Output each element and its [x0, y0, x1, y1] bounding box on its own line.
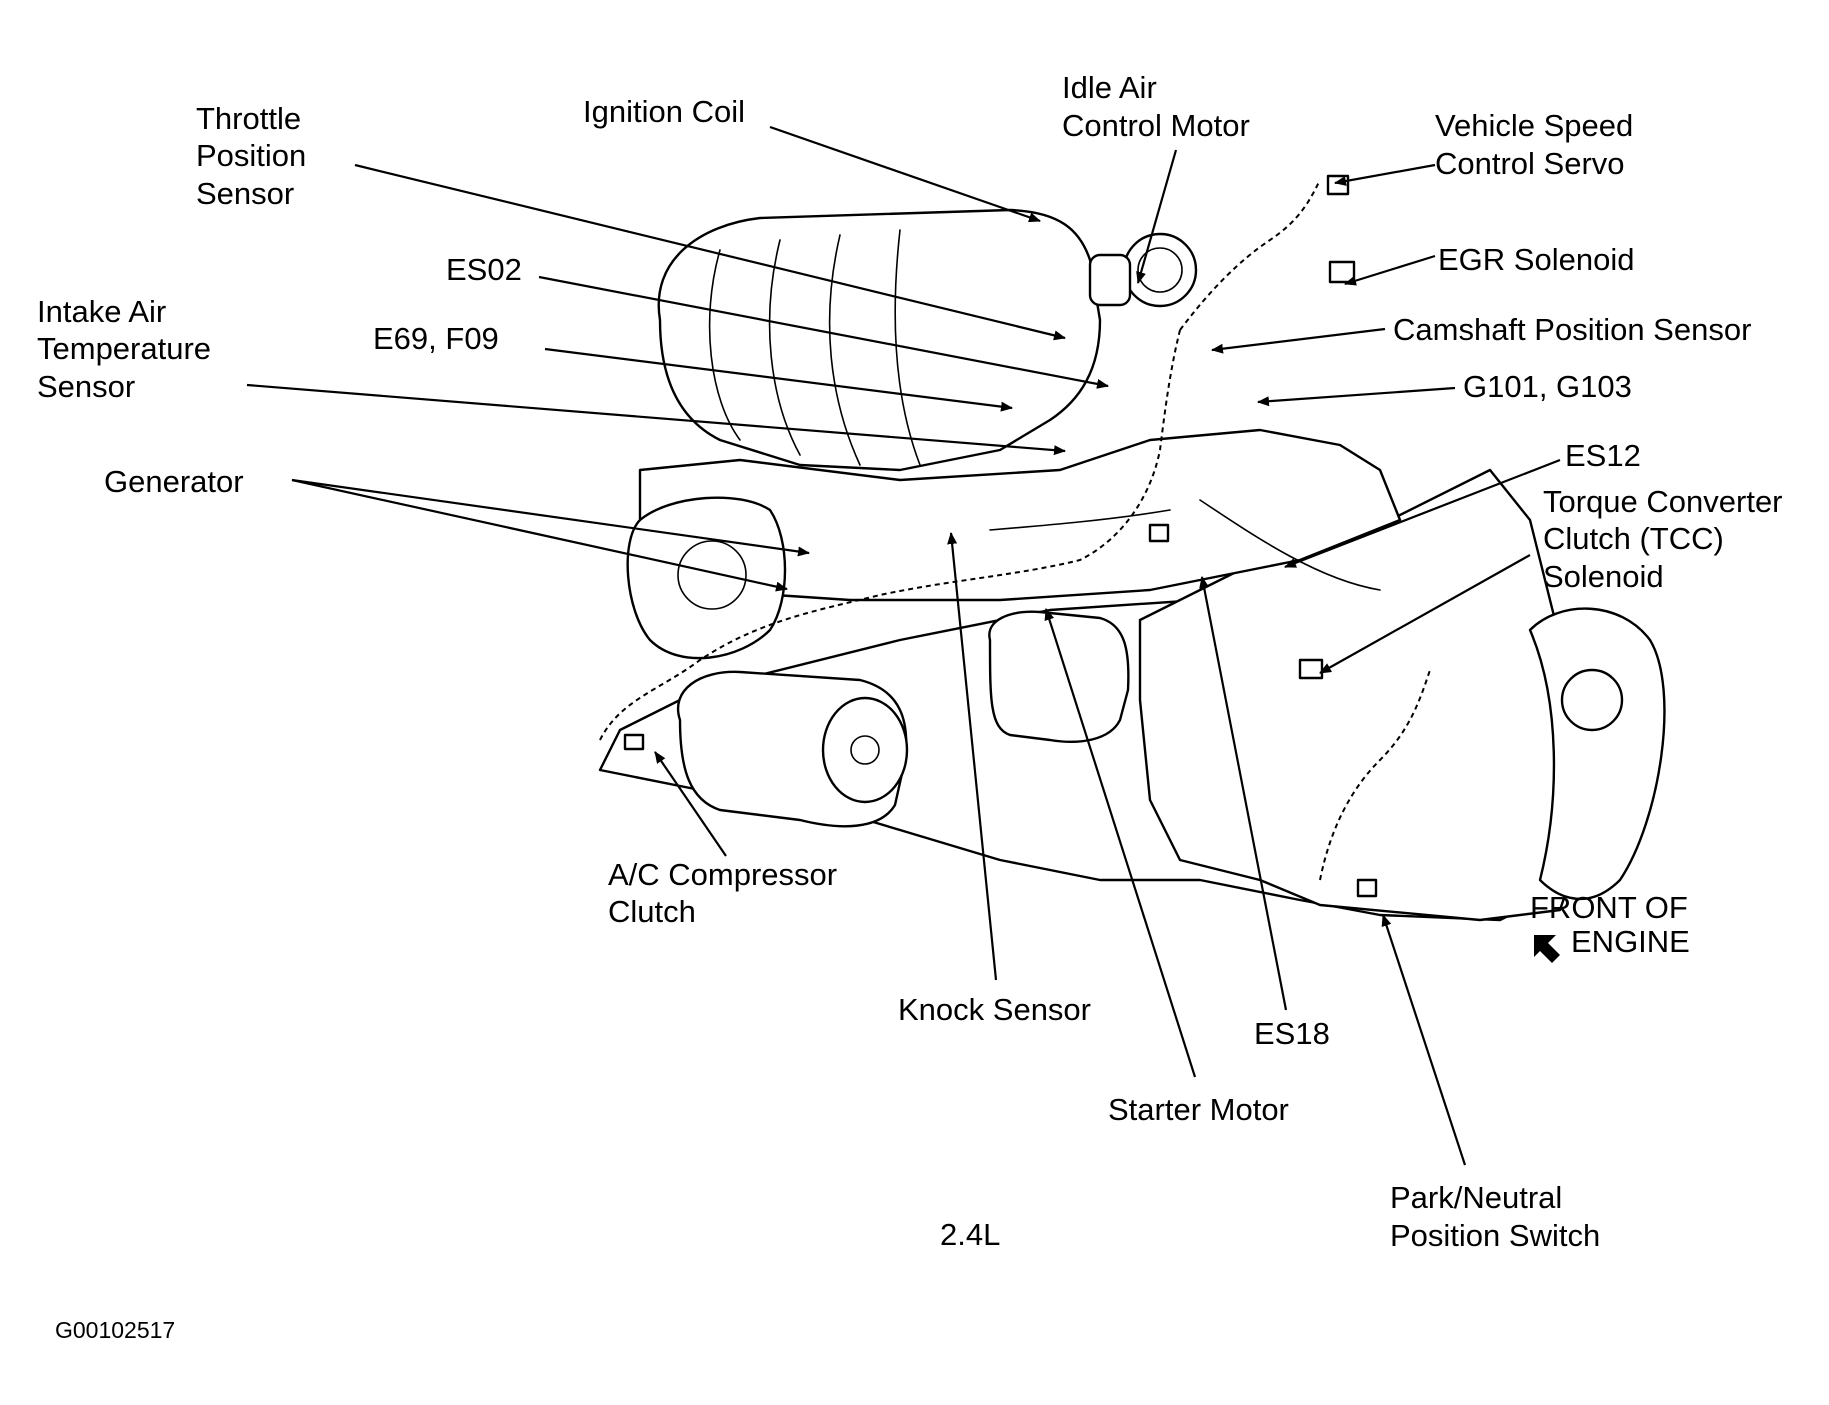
leader-ignition	[769, 125, 1041, 223]
park-neutral-switch-body	[1356, 878, 1378, 898]
leader-e69	[544, 347, 1013, 412]
label-throttle-line3: Sensor	[196, 176, 294, 211]
label-tcc-line3: Solenoid	[1543, 559, 1664, 594]
label-generator: Generator	[104, 464, 244, 499]
wiring-harness-top	[1179, 179, 1321, 331]
intake-manifold	[657, 208, 1102, 472]
leader-generator-2	[291, 478, 788, 592]
throttle-bore	[1137, 247, 1183, 293]
label-e69-f09: E69, F09	[373, 321, 499, 356]
label-es18: ES18	[1254, 1016, 1330, 1051]
label-ac-line2: Clutch	[608, 894, 696, 929]
label-front-line2: ENGINE	[1571, 924, 1690, 959]
label-es12: ES12	[1565, 438, 1641, 473]
starter-motor-body	[988, 610, 1130, 743]
manifold-ribs	[708, 229, 921, 466]
leader-egr	[1344, 254, 1436, 286]
label-engine-size: 2.4L	[940, 1217, 1000, 1252]
label-intake-air-line1: Intake Air	[37, 294, 166, 329]
label-front-line1: FRONT OF	[1530, 890, 1688, 925]
label-figure-id: G00102517	[55, 1317, 175, 1343]
label-speed-servo-line1: Vehicle Speed	[1435, 108, 1633, 143]
converter-cover	[1528, 607, 1666, 901]
label-idle-air-line2: Control Motor	[1062, 108, 1250, 143]
label-camshaft-sensor: Camshaft Position Sensor	[1393, 312, 1751, 347]
ac-clutch-hub	[850, 735, 880, 765]
label-throttle-line1: Throttle	[196, 101, 301, 136]
label-intake-air-line2: Temperature	[37, 331, 211, 366]
servo-connector	[1326, 174, 1350, 196]
label-idle-air-line1: Idle Air	[1062, 70, 1157, 105]
throttle-body	[1122, 232, 1198, 308]
label-ac-line1: A/C Compressor	[608, 857, 837, 892]
converter-hub	[1560, 668, 1624, 732]
leader-speed-servo	[1334, 163, 1436, 186]
leader-tcc	[1319, 554, 1531, 674]
label-g101-g103: G101, G103	[1463, 369, 1632, 404]
label-tcc-line1: Torque Converter	[1543, 484, 1783, 519]
label-park-line1: Park/Neutral	[1390, 1180, 1562, 1215]
generator-pulley	[677, 540, 747, 610]
generator-body	[626, 496, 787, 660]
leader-idle-air	[1136, 149, 1178, 284]
component-labels: Throttle Position Sensor Ignition Coil I…	[37, 70, 1783, 1343]
label-starter-motor: Starter Motor	[1108, 1092, 1289, 1127]
tcc-connector	[1298, 658, 1324, 680]
leader-g101	[1257, 386, 1456, 407]
coolant-hose	[989, 499, 1381, 591]
leader-generator-1	[291, 478, 810, 557]
leader-es02	[538, 275, 1109, 389]
ac-clutch-plate	[821, 696, 909, 804]
leader-es18	[1199, 576, 1288, 1011]
engine-illustration	[598, 174, 1666, 922]
label-ignition-coil: Ignition Coil	[583, 94, 745, 129]
front-arrow-icon	[1534, 935, 1560, 963]
ground-terminal	[1148, 523, 1170, 543]
label-es02: ES02	[446, 252, 522, 287]
egr-solenoid-body	[1328, 260, 1356, 284]
label-tcc-line2: Clutch (TCC)	[1543, 521, 1724, 556]
leader-park	[1381, 914, 1467, 1166]
leader-lines	[246, 125, 1561, 1166]
label-park-line2: Position Switch	[1390, 1218, 1600, 1253]
leader-intake-air	[246, 383, 1066, 456]
ac-clutch-connector	[623, 733, 645, 751]
leader-camshaft	[1211, 327, 1386, 354]
leader-knock	[947, 532, 998, 981]
leader-ac	[654, 751, 727, 857]
label-throttle-line2: Position	[196, 138, 306, 173]
wiring-harness-rear	[1319, 669, 1431, 881]
label-speed-servo-line2: Control Servo	[1435, 146, 1625, 181]
idle-air-motor-body	[1088, 253, 1132, 307]
leader-es12	[1284, 458, 1561, 569]
label-knock-sensor: Knock Sensor	[898, 992, 1091, 1027]
label-egr-solenoid: EGR Solenoid	[1438, 242, 1634, 277]
wiring-harness	[599, 329, 1181, 741]
leader-throttle	[354, 163, 1066, 341]
label-intake-air-line3: Sensor	[37, 369, 135, 404]
leader-starter	[1044, 608, 1197, 1078]
